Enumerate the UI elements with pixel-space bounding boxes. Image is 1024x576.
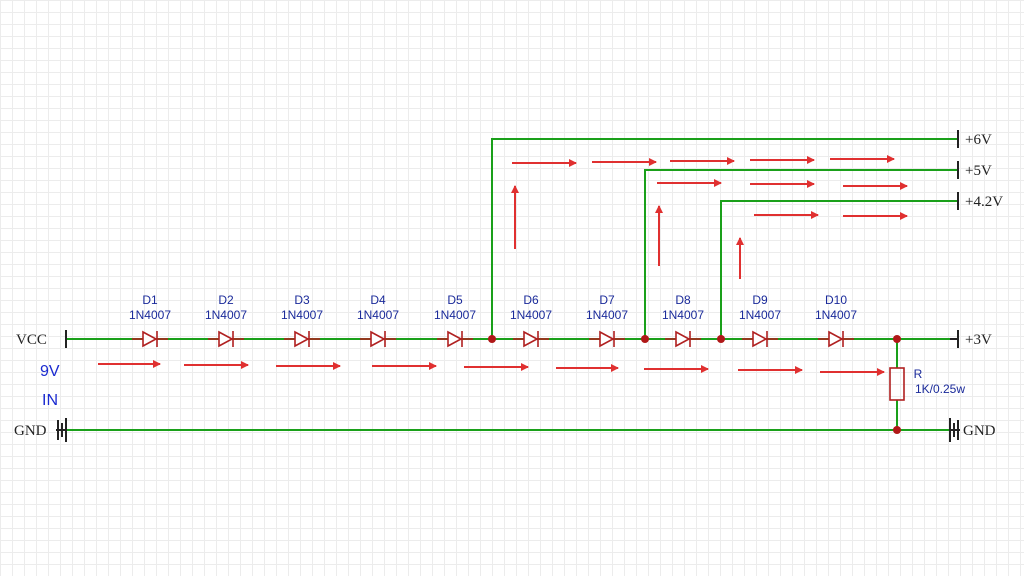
diode-ref-label: D7 bbox=[599, 293, 615, 307]
resistor-body bbox=[889, 367, 905, 401]
output-4v2-label: +4.2V bbox=[965, 194, 1003, 210]
junction-dot bbox=[641, 335, 649, 343]
diode-part-label: 1N4007 bbox=[281, 308, 323, 322]
diode-ref-label: D1 bbox=[142, 293, 158, 307]
tap-5v-wire bbox=[644, 169, 958, 339]
tap-6v-wire bbox=[491, 138, 958, 339]
junction-dot bbox=[893, 426, 901, 434]
ground-symbol-left bbox=[56, 418, 67, 442]
resistor-ref-label: R bbox=[914, 367, 923, 381]
junction-dot bbox=[717, 335, 725, 343]
diode-chain: D11N4007D21N4007D31N4007D41N4007D51N4007… bbox=[129, 293, 857, 348]
diode-part-label: 1N4007 bbox=[357, 308, 399, 322]
output-6v-label: +6V bbox=[965, 132, 992, 148]
diode-part-label: 1N4007 bbox=[586, 308, 628, 322]
diode-ref-label: D8 bbox=[675, 293, 691, 307]
diode-ref-label: D6 bbox=[523, 293, 539, 307]
diode-part-label: 1N4007 bbox=[205, 308, 247, 322]
current-flow-arrows bbox=[98, 155, 908, 376]
diode-part-label: 1N4007 bbox=[434, 308, 476, 322]
tap-4v2-wire bbox=[720, 200, 958, 339]
diode-part-label: 1N4007 bbox=[815, 308, 857, 322]
gnd-left-label: GND bbox=[14, 423, 47, 439]
junction-dot bbox=[893, 335, 901, 343]
input-label-note: IN bbox=[42, 392, 58, 409]
diode-ref-label: D2 bbox=[218, 293, 234, 307]
gnd-right-label: GND bbox=[963, 423, 996, 439]
diode-ref-label: D3 bbox=[294, 293, 310, 307]
diode-part-label: 1N4007 bbox=[129, 308, 171, 322]
input-voltage-note: 9V bbox=[40, 363, 60, 380]
diode-part-label: 1N4007 bbox=[510, 308, 552, 322]
diode-part-label: 1N4007 bbox=[739, 308, 781, 322]
diode-ref-label: D10 bbox=[825, 293, 847, 307]
diode-ref-label: D4 bbox=[370, 293, 386, 307]
output-5v-label: +5V bbox=[965, 163, 992, 179]
ground-symbol-right bbox=[949, 418, 960, 442]
diode-part-label: 1N4007 bbox=[662, 308, 704, 322]
resistor-value-label: 1K/0.25w bbox=[915, 382, 965, 396]
diode-ref-label: D5 bbox=[447, 293, 463, 307]
output-3v-label: +3V bbox=[965, 332, 992, 348]
junction-dot bbox=[488, 335, 496, 343]
diode-ref-label: D9 bbox=[752, 293, 768, 307]
vcc-label: VCC bbox=[16, 332, 47, 348]
